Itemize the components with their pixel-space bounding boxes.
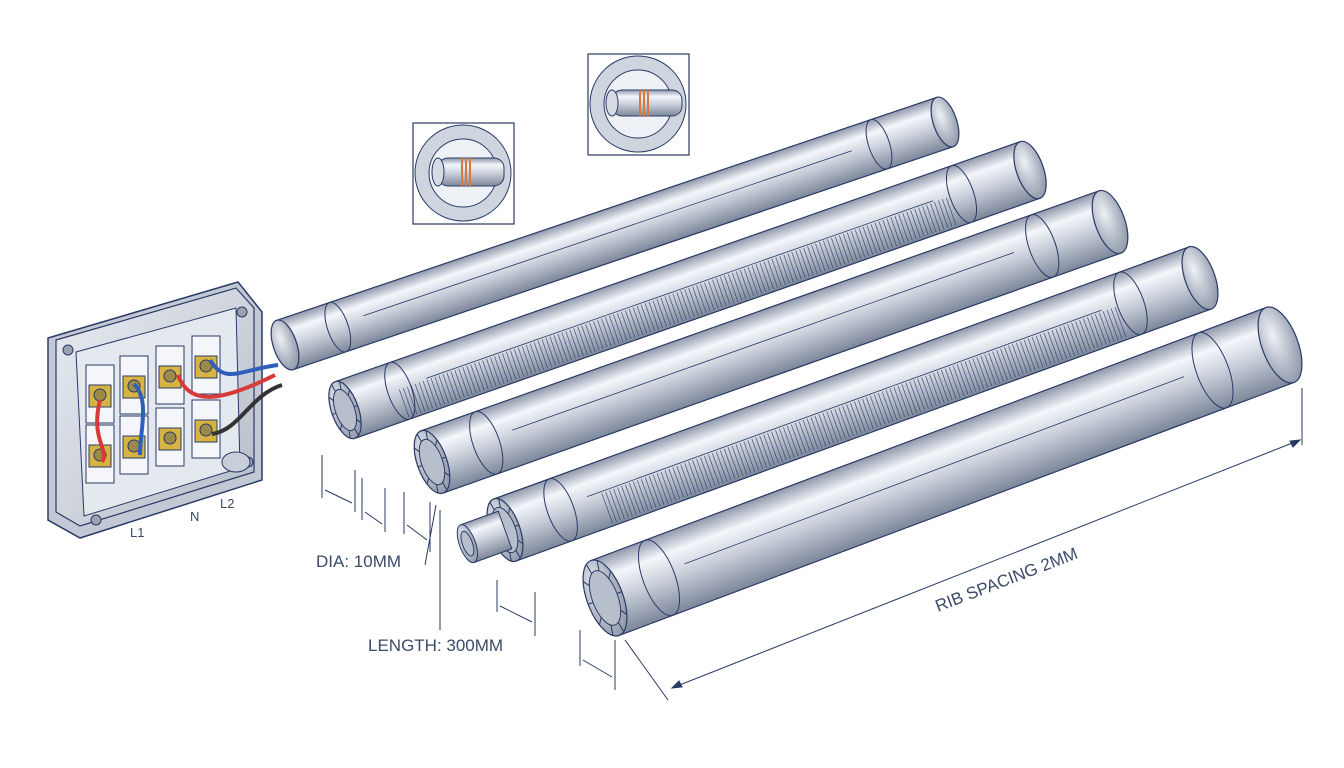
blue-wire bbox=[132, 382, 146, 456]
dimension-lines bbox=[321, 388, 1303, 701]
tube-4 bbox=[486, 245, 1219, 563]
inset-callout-right bbox=[587, 53, 690, 156]
blue-wire bbox=[208, 358, 279, 376]
junction-box: L1 N L2 bbox=[47, 281, 283, 540]
rib-spacing-label: RIB SPACING 2MM bbox=[933, 544, 1081, 616]
screw-icon bbox=[90, 514, 102, 526]
screw-icon bbox=[62, 344, 74, 356]
inset-callout-left bbox=[412, 122, 515, 225]
tube-array bbox=[270, 96, 1303, 637]
length-label: LENGTH: 300MM bbox=[368, 636, 503, 655]
red-wire bbox=[95, 399, 106, 464]
terminal-label-n: N bbox=[190, 509, 199, 524]
red-wire bbox=[176, 373, 276, 399]
tube-1 bbox=[270, 96, 960, 371]
rib-pattern bbox=[398, 197, 957, 417]
terminal-label-l2: L2 bbox=[220, 496, 234, 511]
rib-pattern bbox=[601, 306, 1127, 524]
terminal-block bbox=[191, 399, 221, 459]
tube-5 bbox=[582, 306, 1303, 637]
tube-2 bbox=[328, 140, 1047, 440]
terminal-block bbox=[155, 407, 185, 467]
ribbed-shaft-icon bbox=[605, 89, 683, 117]
cable-gland bbox=[221, 451, 251, 473]
tube-3 bbox=[413, 189, 1129, 495]
diameter-label: DIA: 10MM bbox=[316, 552, 401, 571]
black-wire bbox=[211, 383, 283, 436]
screw-icon bbox=[236, 306, 248, 318]
terminal-block bbox=[85, 364, 115, 424]
terminal-label-l1: L1 bbox=[130, 525, 144, 540]
ribbed-shaft-icon bbox=[431, 157, 505, 187]
stepped-nose bbox=[456, 510, 513, 564]
